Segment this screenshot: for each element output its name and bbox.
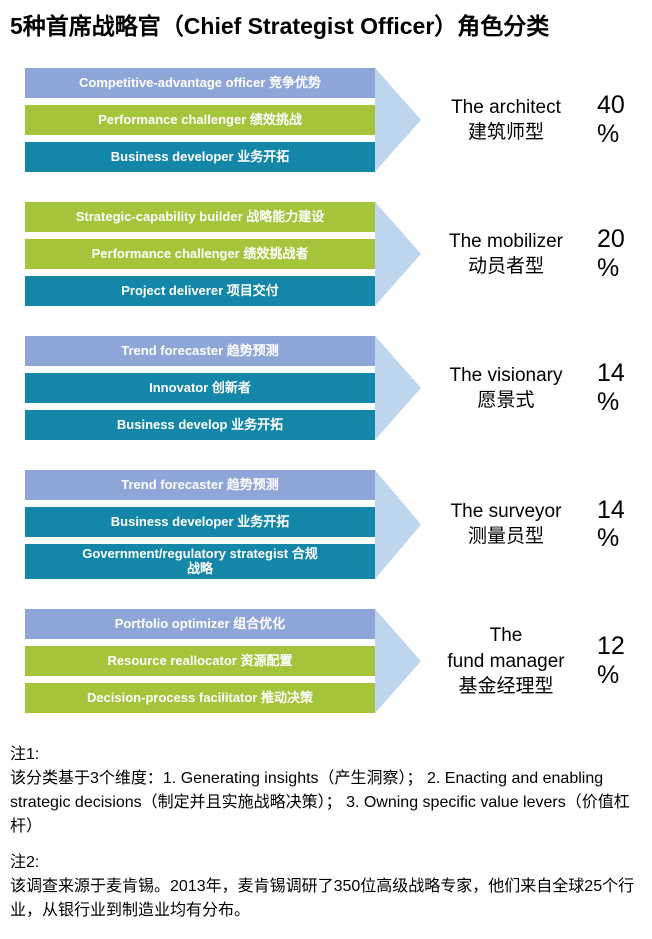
role-bar-label: Strategic-capability builder 战略能力建设	[75, 209, 325, 225]
role-group: Portfolio optimizer 组合优化 Resource realloc…	[25, 609, 644, 714]
percent-block: 14 %	[597, 336, 652, 440]
role-name-line: The	[489, 625, 523, 647]
role-bar: Government/regulatory strategist 合规 战略	[25, 543, 375, 580]
role-bar: Competitive-advantage officer 竞争优势	[25, 67, 375, 98]
bar-stack: Strategic-capability builder 战略能力建设 Perfo…	[25, 201, 375, 306]
role-bar: Resource reallocator 资源配置	[25, 646, 375, 677]
right-arrow-shape	[375, 201, 421, 306]
role-groups: Competitive-advantage officer 竞争优势 Perfor…	[25, 67, 644, 714]
role-group: Trend forecaster 趋势预测 Innovator 创新者 Busine…	[25, 335, 644, 440]
right-arrow-shape	[375, 469, 421, 580]
role-name: The surveyor 测量员型	[431, 470, 581, 579]
role-name-line: The visionary	[449, 364, 563, 386]
role-bar-label: Performance challenger 绩效挑战者	[91, 246, 309, 262]
footnote-heading: 注1:	[10, 746, 40, 764]
role-bar-label: Business develop 业务开拓	[116, 417, 284, 433]
role-bar: Trend forecaster 趋势预测	[25, 469, 375, 500]
role-name-line: fund manager	[447, 650, 565, 672]
role-group: Trend forecaster 趋势预测 Business developer …	[25, 469, 644, 580]
role-name-line: 基金经理型	[458, 675, 554, 697]
role-bar: Performance challenger 绩效挑战	[25, 104, 375, 135]
percent-unit: %	[597, 387, 620, 416]
percent-value: 14	[597, 495, 625, 524]
role-bar-label: Resource reallocator 资源配置	[107, 653, 293, 669]
role-bar-label: Portfolio optimizer 组合优化	[114, 616, 286, 632]
role-bar: Innovator 创新者	[25, 372, 375, 403]
bar-stack: Trend forecaster 趋势预测 Innovator 创新者 Busine…	[25, 335, 375, 440]
page-title: 5种首席战略官（Chief Strategist Officer）角色分类	[10, 13, 550, 39]
role-bar: Business develop 业务开拓	[25, 409, 375, 440]
role-name-line: The mobilizer	[448, 230, 564, 252]
role-name-line: 测量员型	[467, 526, 544, 548]
percent-unit: %	[597, 253, 620, 282]
percent-value: 20	[597, 225, 625, 254]
role-bar-label: Innovator 创新者	[149, 380, 251, 396]
role-bar: Performance challenger 绩效挑战者	[25, 238, 375, 269]
percent-block: 40 %	[597, 68, 652, 172]
role-bar-label: Decision-process facilitator 推动决策	[86, 690, 314, 706]
footnote: 注1: 该分类基于3个维度：1. Generating insights（产生洞…	[10, 743, 642, 839]
right-arrow-shape	[375, 67, 421, 172]
footnote-heading: 注2:	[10, 854, 40, 872]
role-name-line: 建筑师型	[467, 121, 544, 143]
role-bar: Business developer 业务开拓	[25, 506, 375, 537]
role-bar: Portfolio optimizer 组合优化	[25, 609, 375, 640]
role-group: Strategic-capability builder 战略能力建设 Perfo…	[25, 201, 644, 306]
role-name-line: 愿景式	[477, 389, 535, 411]
footnote: 注2: 该调查来源于麦肯锡。2013年，麦肯锡调研了350位高级战略专家，他们来…	[10, 851, 642, 923]
footnote-body: 该调查来源于麦肯锡。2013年，麦肯锡调研了350位高级战略专家，他们来自全球2…	[10, 878, 635, 920]
percent-block: 14 %	[597, 470, 652, 579]
percent-value: 40	[597, 91, 625, 120]
role-name-line: The architect	[451, 96, 561, 118]
role-bar-label: Project deliverer 项目交付	[121, 283, 279, 299]
percent-block: 12 %	[597, 609, 652, 713]
role-bar-label: Trend forecaster 趋势预测	[121, 343, 279, 359]
right-arrow-shape	[375, 609, 421, 714]
bar-stack: Competitive-advantage officer 竞争优势 Perfor…	[25, 67, 375, 172]
percent-unit: %	[597, 524, 620, 553]
role-group: Competitive-advantage officer 竞争优势 Perfor…	[25, 67, 644, 172]
role-name: The mobilizer 动员者型	[431, 202, 581, 306]
footnote-body: 该分类基于3个维度：1. Generating insights（产生洞察）； …	[10, 770, 630, 836]
percent-unit: %	[597, 661, 620, 690]
role-bar-label: Performance challenger 绩效挑战	[98, 112, 302, 128]
role-bar-label: Business developer 业务开拓	[110, 514, 290, 530]
role-bar-label: Competitive-advantage officer 竞争优势	[79, 75, 321, 91]
role-bar: Trend forecaster 趋势预测	[25, 335, 375, 366]
percent-block: 20 %	[597, 202, 652, 306]
role-bar: Project deliverer 项目交付	[25, 275, 375, 306]
role-bar: Strategic-capability builder 战略能力建设	[25, 201, 375, 232]
right-arrow-shape	[375, 335, 421, 440]
role-name: The fund manager 基金经理型	[431, 609, 581, 713]
bar-stack: Trend forecaster 趋势预测 Business developer …	[25, 469, 375, 580]
role-bar: Decision-process facilitator 推动决策	[25, 683, 375, 714]
role-name-line: The surveyor	[450, 501, 562, 523]
role-name: The architect 建筑师型	[431, 68, 581, 172]
percent-value: 12	[597, 632, 625, 661]
bar-stack: Portfolio optimizer 组合优化 Resource realloc…	[25, 609, 375, 714]
percent-value: 14	[597, 359, 625, 388]
footnotes: 注1: 该分类基于3个维度：1. Generating insights（产生洞…	[10, 743, 642, 923]
role-bar: Business developer 业务开拓	[25, 141, 375, 172]
percent-unit: %	[597, 119, 620, 148]
role-name-line: 动员者型	[467, 255, 544, 277]
role-bar-label: Trend forecaster 趋势预测	[121, 477, 279, 493]
role-name: The visionary 愿景式	[431, 336, 581, 440]
role-bar-label: Business developer 业务开拓	[110, 149, 290, 165]
role-bar-label: Government/regulatory strategist 合规 战略	[82, 545, 318, 577]
